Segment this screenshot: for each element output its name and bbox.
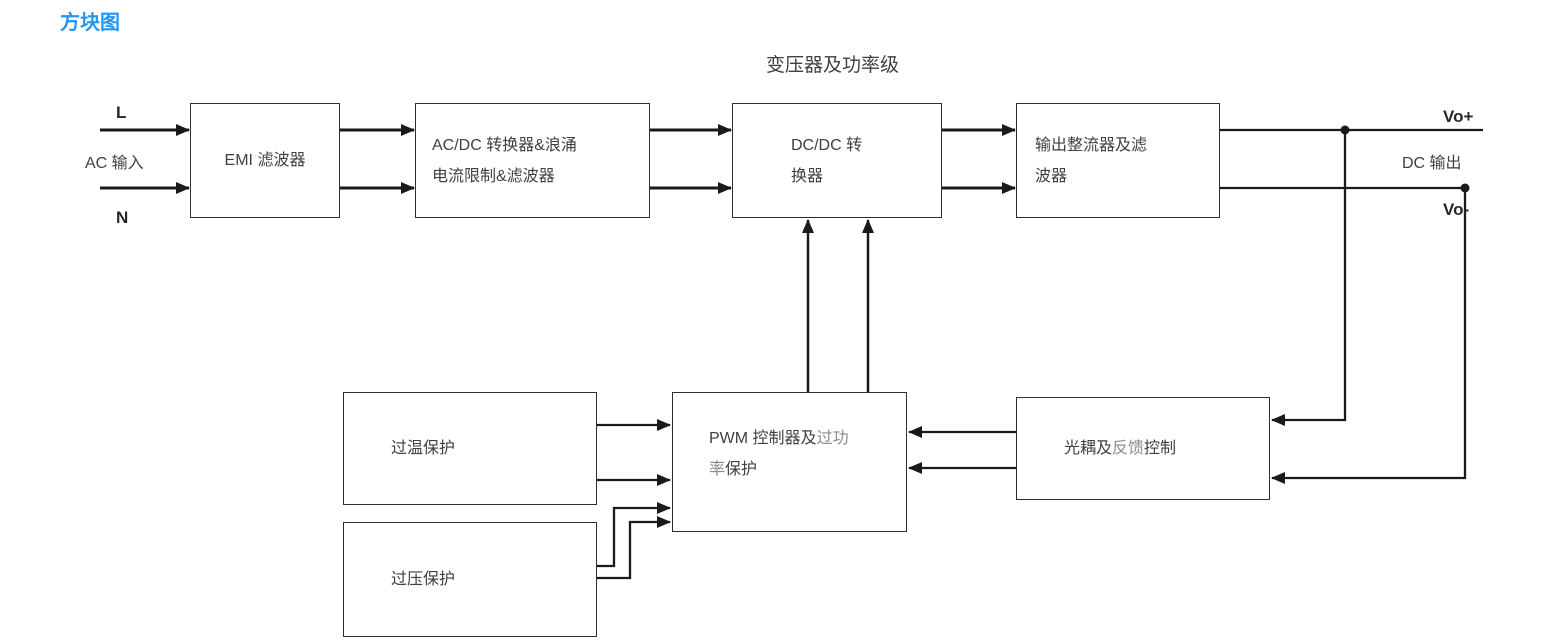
opto-label-segment-muted: 反馈: [1112, 440, 1145, 457]
block-acdc-converter: AC/DC 转换器&浪涌 电流限制&滤波器: [415, 103, 650, 218]
block-dcdc-converter-label-line2: 换器: [791, 167, 824, 185]
block-over-temp-protection: 过温保护: [343, 392, 597, 505]
opto-label-segment-dark2: 控制: [1144, 440, 1177, 457]
block-opto-feedback-label: 光耦及反馈控制: [1064, 433, 1269, 464]
diagram-title: 方块图: [60, 12, 120, 34]
stage-label-transformer-power: 变压器及功率级: [766, 55, 900, 76]
label-line-l: L: [116, 103, 127, 122]
label-vo-plus: Vo+: [1443, 107, 1474, 126]
block-emi-filter: EMI 滤波器: [190, 103, 340, 218]
pwm-drive-lines: [802, 219, 874, 392]
block-acdc-converter-label-line2: 电流限制&滤波器: [432, 167, 555, 185]
label-line-n: N: [116, 208, 129, 227]
pwm-label-segment-muted1: 过功: [816, 430, 849, 447]
pwm-label-segment-dark2: 保护: [725, 461, 758, 478]
block-pwm-controller: PWM 控制器及过功 率保护: [672, 392, 907, 532]
block-over-voltage-protection-label: 过压保护: [391, 571, 456, 588]
feedback-lines: [908, 130, 1467, 484]
block-pwm-controller-label-line1: PWM 控制器及过功: [709, 423, 906, 454]
opto-label-segment-dark1: 光耦及: [1064, 440, 1113, 457]
block-output-rectifier-label-line2: 波器: [1035, 167, 1068, 185]
feedback-vo-minus-to-opto: [1271, 188, 1467, 484]
feedback-vo-plus-to-opto: [1271, 130, 1347, 426]
block-pwm-controller-label-line2: 率保护: [709, 454, 906, 485]
block-output-rectifier: 输出整流器及滤 波器: [1016, 103, 1220, 218]
arrow-overvolt-to-pwm-upper: [597, 502, 671, 568]
label-ac-input: AC 输入: [85, 155, 144, 172]
block-output-rectifier-label-line1: 输出整流器及滤: [1035, 136, 1148, 154]
main-flow-arrows: [100, 124, 1016, 194]
block-acdc-converter-label-line1: AC/DC 转换器&浪涌: [432, 136, 577, 154]
pwm-label-segment-dark1: PWM 控制器及: [709, 430, 817, 447]
block-opto-feedback: 光耦及反馈控制: [1016, 397, 1270, 500]
block-over-temp-protection-label: 过温保护: [391, 440, 456, 457]
block-dcdc-converter: DC/DC 转 换器: [732, 103, 942, 218]
pwm-label-segment-muted2: 率: [709, 461, 726, 478]
label-dc-output: DC 输出: [1402, 155, 1462, 172]
protection-lines: [597, 419, 671, 580]
label-vo-minus: Vo-: [1443, 200, 1470, 219]
block-emi-filter-label: EMI 滤波器: [224, 152, 306, 169]
block-over-voltage-protection: 过压保护: [343, 522, 597, 637]
arrow-overvolt-to-pwm-lower: [597, 516, 671, 580]
block-dcdc-converter-label-line1: DC/DC 转: [791, 136, 863, 154]
